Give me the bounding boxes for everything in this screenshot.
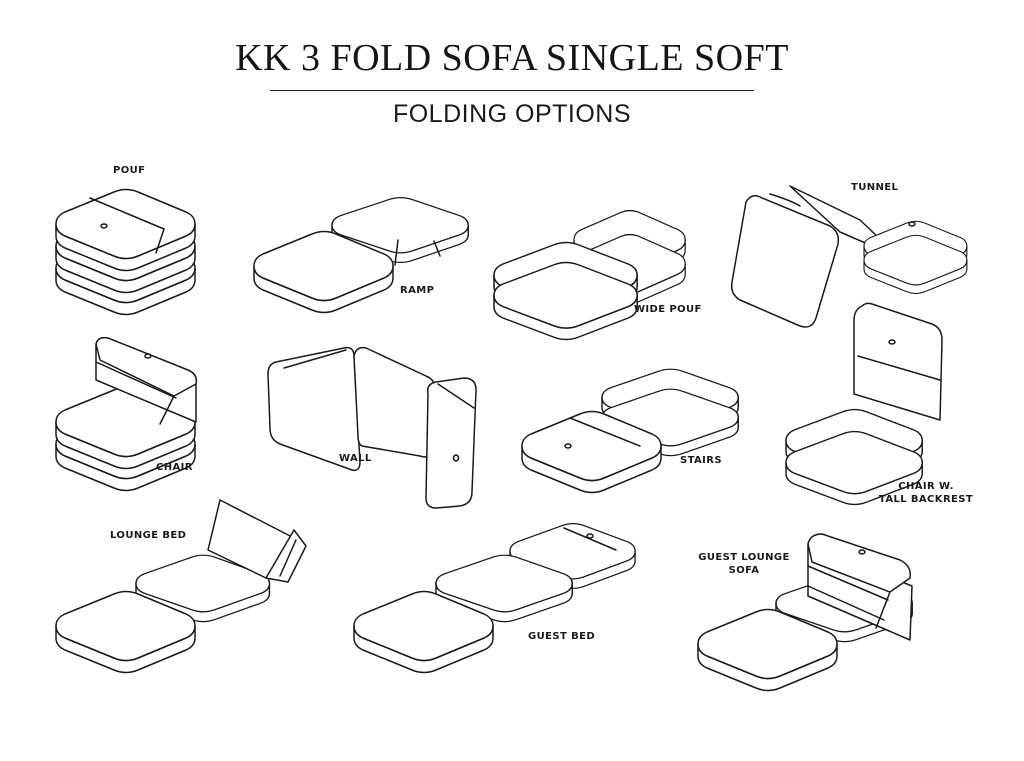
title-divider [270,90,754,91]
illustration-pouf [55,188,196,316]
illustration-wall [267,346,477,509]
label-pouf: POUF [113,165,146,176]
label-stairs: STAIRS [680,455,723,466]
illustration-wide-pouf [493,209,686,341]
illustration-guest-bed [353,522,636,674]
label-tunnel: TUNNEL [851,182,899,193]
label-guest-lounge-sofa-line1: GUEST LOUNGE [698,552,790,563]
label-guest-lounge-sofa-line2: SOFA [728,565,760,576]
label-guest-lounge-sofa: GUEST LOUNGE SOFA [696,551,792,577]
label-ramp: RAMP [400,285,435,296]
illustration-chair-tall-backrest [785,302,943,506]
illustration-ramp [253,196,469,314]
label-chair-tall-backrest: CHAIR W. TALL BACKREST [876,480,976,506]
label-lounge-bed: LOUNGE BED [110,530,187,541]
illustration-tunnel [730,185,968,328]
illustration-guest-lounge-sofa [697,533,913,692]
label-wall: WALL [339,453,372,464]
illustration-lounge-bed [55,499,307,674]
label-chair: CHAIR [156,462,193,473]
illustration-chair [55,336,198,492]
label-guest-bed: GUEST BED [528,631,596,642]
label-chair-tall-backrest-line1: CHAIR W. [898,481,954,492]
diagram-title: KK 3 FOLD SOFA SINGLE SOFT [235,37,789,79]
label-wide-pouf: WIDE POUF [634,304,702,315]
label-chair-tall-backrest-line2: TALL BACKREST [878,494,974,505]
diagram-subtitle: FOLDING OPTIONS [392,100,632,128]
illustration-stairs [521,368,739,494]
